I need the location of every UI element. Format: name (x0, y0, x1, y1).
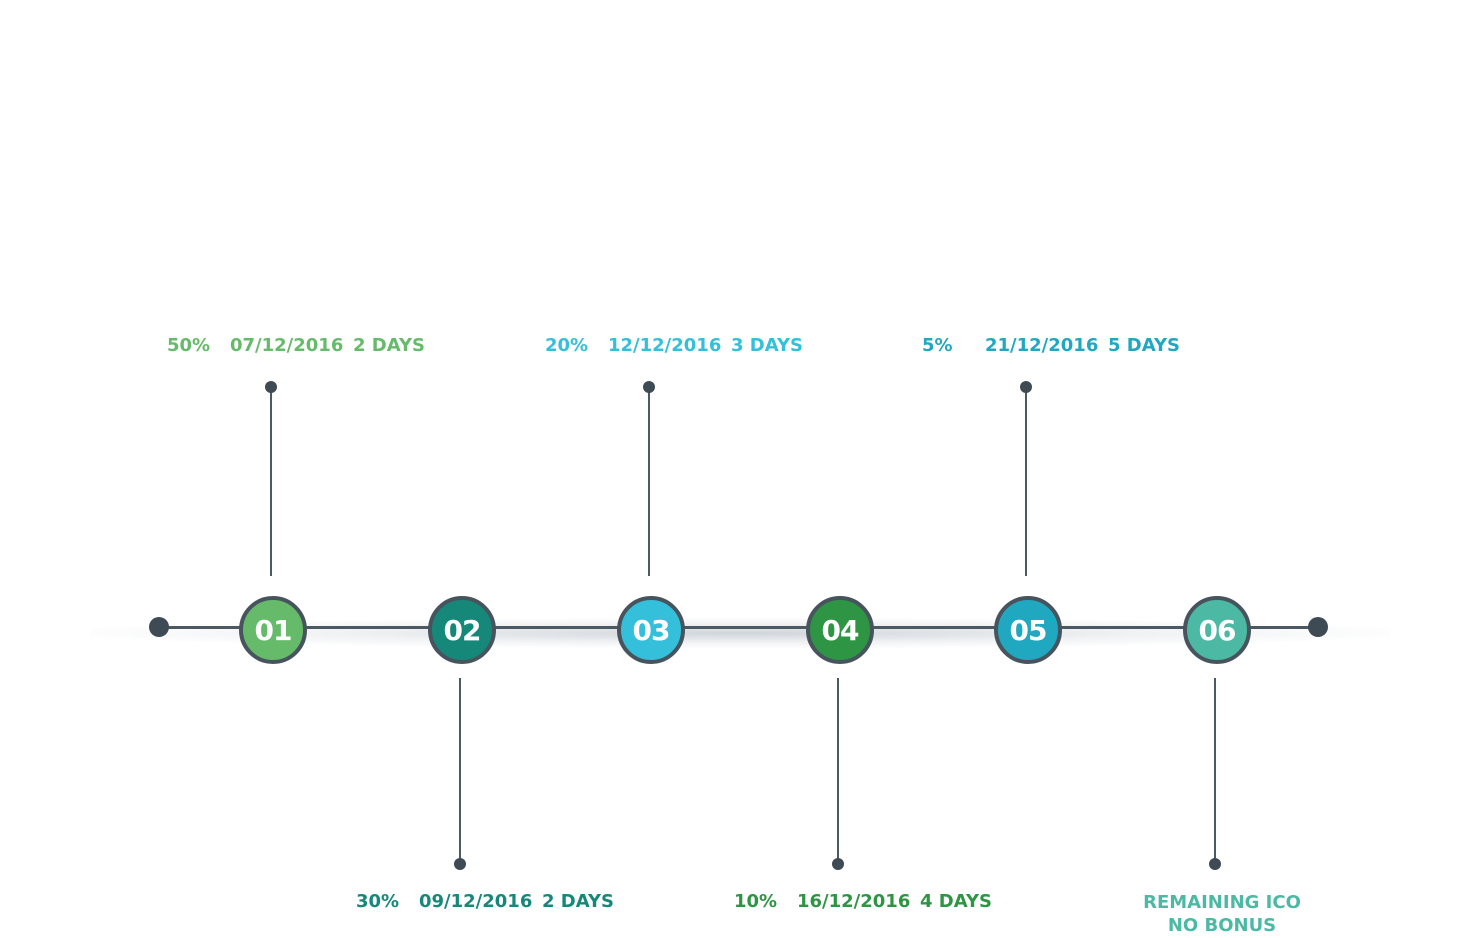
no-bonus-label: NO BONUS (1167, 915, 1277, 936)
start-date: 16/12/2016 (797, 891, 911, 912)
start-date: 12/12/2016 (608, 335, 722, 356)
bonus-percent: 30% (356, 891, 400, 912)
duration: 3 DAYS (731, 335, 803, 356)
milestone-node-06[interactable]: 06 (1183, 596, 1251, 664)
milestone-connector-dot (454, 858, 466, 870)
start-date: 09/12/2016 (419, 891, 533, 912)
milestone-connector-dot (1209, 858, 1221, 870)
duration: 4 DAYS (920, 891, 992, 912)
milestone-connector (1025, 387, 1027, 576)
timeline-axis (158, 626, 1318, 629)
milestone-node-02[interactable]: 02 (428, 596, 496, 664)
duration: 2 DAYS (542, 891, 614, 912)
duration: 5 DAYS (1108, 335, 1180, 356)
remaining-label: REMAINING ICO (1143, 892, 1301, 913)
milestone-connector-dot (265, 381, 277, 393)
milestone-node-05[interactable]: 05 (994, 596, 1062, 664)
milestone-connector-dot (832, 858, 844, 870)
milestone-connector (837, 678, 839, 864)
bonus-percent: 50% (167, 335, 211, 356)
bonus-percent: 5% (922, 335, 953, 356)
milestone-connector (270, 387, 272, 576)
milestone-connector-dot (643, 381, 655, 393)
milestone-connector (648, 387, 650, 576)
bonus-percent: 20% (545, 335, 589, 356)
start-date: 21/12/2016 (985, 335, 1099, 356)
milestone-connector-dot (1020, 381, 1032, 393)
milestone-connector (1214, 678, 1216, 864)
start-date: 07/12/2016 (230, 335, 344, 356)
milestone-node-03[interactable]: 03 (617, 596, 685, 664)
duration: 2 DAYS (353, 335, 425, 356)
timeline-start-dot (149, 617, 169, 637)
milestone-node-04[interactable]: 04 (806, 596, 874, 664)
milestone-node-01[interactable]: 01 (239, 596, 307, 664)
bonus-percent: 10% (734, 891, 778, 912)
timeline-end-dot (1308, 617, 1328, 637)
milestone-connector (459, 678, 461, 864)
